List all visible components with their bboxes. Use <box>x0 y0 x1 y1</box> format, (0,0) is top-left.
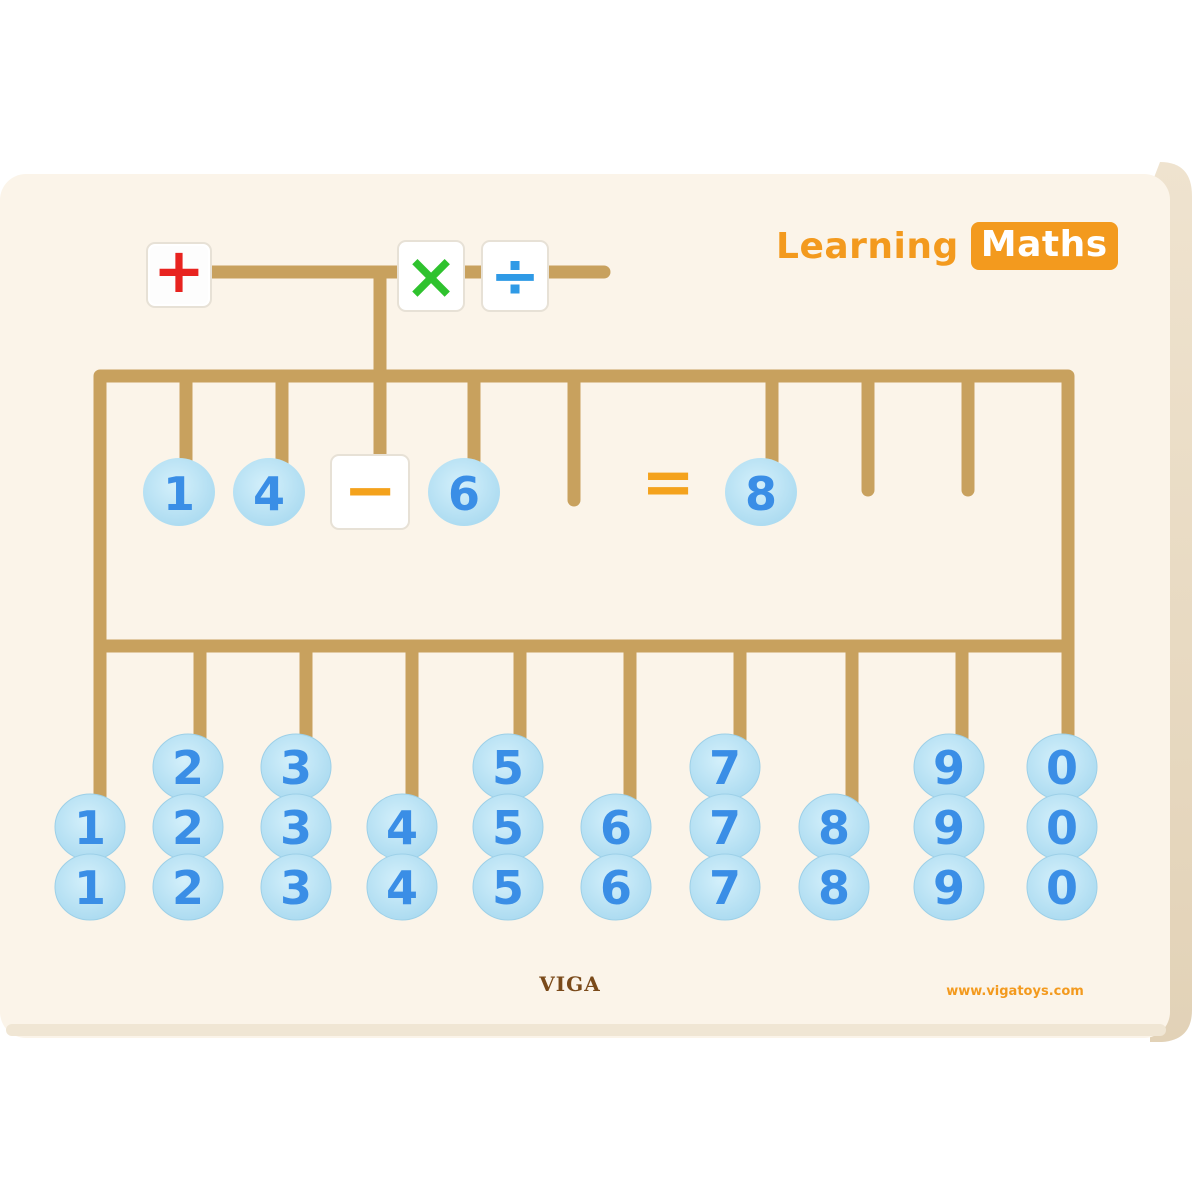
number-bead[interactable]: 1 <box>54 793 126 861</box>
bead-column-1: 11 <box>54 793 126 921</box>
equation-digit: 4 <box>253 467 285 521</box>
bead-digit: 3 <box>280 801 312 855</box>
bead-column-4: 44 <box>366 793 438 921</box>
number-bead[interactable]: 0 <box>1026 853 1098 921</box>
number-bead[interactable]: 4 <box>366 853 438 921</box>
number-bead[interactable]: 0 <box>1026 793 1098 861</box>
bead-body <box>798 853 870 921</box>
equation-minus-cube[interactable]: − <box>330 454 410 530</box>
bead-digit: 7 <box>709 801 741 855</box>
bead-digit: 0 <box>1046 741 1078 795</box>
number-bead[interactable]: 3 <box>260 793 332 861</box>
bead-digit: 9 <box>933 801 965 855</box>
bead-digit: 6 <box>600 801 632 855</box>
times-symbol: × <box>404 240 458 314</box>
number-bead[interactable]: 3 <box>260 733 332 801</box>
bead-digit: 5 <box>492 801 524 855</box>
bead-column-8: 88 <box>798 793 870 921</box>
number-bead[interactable]: 3 <box>260 853 332 921</box>
equation-digit: 8 <box>745 467 777 521</box>
bead-digit: 9 <box>933 861 965 915</box>
bead-digit: 0 <box>1046 861 1078 915</box>
brand-logo-viga: VIGA <box>539 972 601 996</box>
number-bead[interactable]: 6 <box>580 793 652 861</box>
bead-digit: 5 <box>492 861 524 915</box>
bead-column-9: 9 9 9 <box>913 733 985 921</box>
number-bead[interactable]: 5 <box>472 793 544 861</box>
bead-digit: 8 <box>818 801 850 855</box>
bead-column-3: 3 3 3 <box>260 733 332 921</box>
bead-digit: 6 <box>600 861 632 915</box>
bead-digit: 9 <box>933 741 965 795</box>
bead-digit: 7 <box>709 741 741 795</box>
bead-digit: 8 <box>818 861 850 915</box>
bead-column-5: 5 5 5 <box>472 733 544 921</box>
equation-row: 1 4 − 6 = 8 <box>143 446 797 530</box>
number-bead[interactable]: 2 <box>152 793 224 861</box>
bead-digit: 4 <box>386 801 418 855</box>
number-bead[interactable]: 8 <box>798 853 870 921</box>
bead-column-2: 2 2 2 <box>152 733 224 921</box>
bead-digit: 2 <box>172 861 204 915</box>
number-bead[interactable]: 5 <box>472 733 544 801</box>
title-learning-maths: Learning Maths <box>776 222 1118 270</box>
number-bead[interactable]: 2 <box>152 853 224 921</box>
bead-digit: 2 <box>172 741 204 795</box>
number-bead[interactable]: 9 <box>913 853 985 921</box>
bead-body <box>260 853 332 921</box>
divide-symbol: ÷ <box>490 241 540 311</box>
bead-body <box>913 853 985 921</box>
bead-digit: 7 <box>709 861 741 915</box>
board-shadow-line <box>6 1024 1166 1036</box>
number-bead[interactable]: 4 <box>366 793 438 861</box>
number-bead[interactable]: 2 <box>152 733 224 801</box>
number-bead[interactable]: 7 <box>689 733 761 801</box>
bead-digit: 3 <box>280 741 312 795</box>
operator-cube-divide[interactable]: ÷ <box>481 240 549 312</box>
bead-digit: 0 <box>1046 801 1078 855</box>
plus-symbol: + <box>153 234 205 307</box>
bead-body <box>689 853 761 921</box>
number-bead[interactable]: 9 <box>913 733 985 801</box>
title-maths-badge: Maths <box>970 222 1118 270</box>
bead-digit: 4 <box>386 861 418 915</box>
bead-digit: 2 <box>172 801 204 855</box>
bead-body <box>366 853 438 921</box>
equation-bead-1[interactable]: 1 <box>143 458 215 526</box>
number-bead[interactable]: 1 <box>54 853 126 921</box>
bead-column-7: 7 7 7 <box>689 733 761 921</box>
equation-bead-3[interactable]: 6 <box>428 458 500 526</box>
bead-column-6: 66 <box>580 793 652 921</box>
bead-body <box>152 853 224 921</box>
bead-digit: 1 <box>74 861 106 915</box>
bead-body <box>54 853 126 921</box>
minus-symbol: − <box>343 454 397 528</box>
operator-cube-plus[interactable]: + <box>146 234 212 308</box>
number-bead[interactable]: 9 <box>913 793 985 861</box>
bead-body <box>580 853 652 921</box>
number-bead[interactable]: 7 <box>689 853 761 921</box>
bead-digit: 5 <box>492 741 524 795</box>
number-bead[interactable]: 5 <box>472 853 544 921</box>
equation-bead-4[interactable]: 8 <box>725 458 797 526</box>
equation-bead-2[interactable]: 4 <box>233 458 305 526</box>
equals-symbol: = <box>641 446 695 520</box>
number-bead[interactable]: 0 <box>1026 733 1098 801</box>
bead-digit: 1 <box>74 801 106 855</box>
equation-digit: 1 <box>163 467 195 521</box>
number-bead[interactable]: 6 <box>580 853 652 921</box>
bead-body <box>472 853 544 921</box>
bead-digit: 3 <box>280 861 312 915</box>
title-learning: Learning <box>776 225 959 267</box>
website-url: www.vigatoys.com <box>946 984 1084 999</box>
bead-column-10: 0 0 0 <box>1026 733 1098 921</box>
equation-digit: 6 <box>448 467 480 521</box>
number-bead[interactable]: 7 <box>689 793 761 861</box>
number-bead[interactable]: 8 <box>798 793 870 861</box>
operator-cube-times[interactable]: × <box>397 240 465 314</box>
bead-body <box>1026 853 1098 921</box>
